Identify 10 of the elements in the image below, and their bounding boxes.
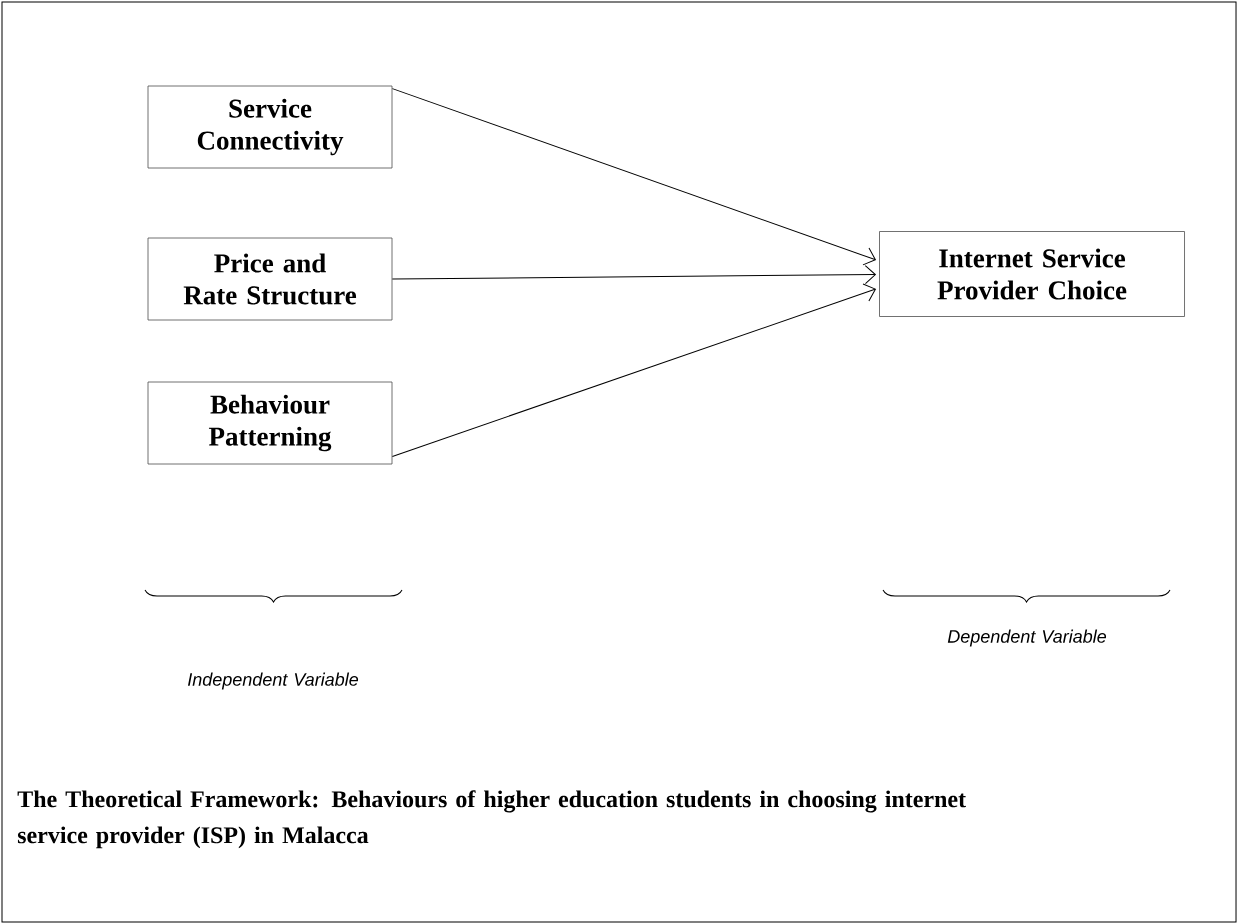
arrow xyxy=(391,88,876,266)
variable-label: Independent Variable xyxy=(188,672,359,690)
arrow xyxy=(391,265,876,285)
variable-box: Service Connectivity xyxy=(147,85,393,169)
variable-box: Price and Rate Structure xyxy=(147,237,393,321)
caption: The Theoretical Framework: Behaviours of higher education students in choosing internet service provider (ISP) in Malacca xyxy=(17,790,966,849)
arrow xyxy=(391,283,876,457)
variable-box: Internet Service Provider Choice xyxy=(879,231,1185,317)
variable-box: Behaviour Patterning xyxy=(147,381,393,465)
variable-label: Dependent Variable xyxy=(947,629,1107,647)
